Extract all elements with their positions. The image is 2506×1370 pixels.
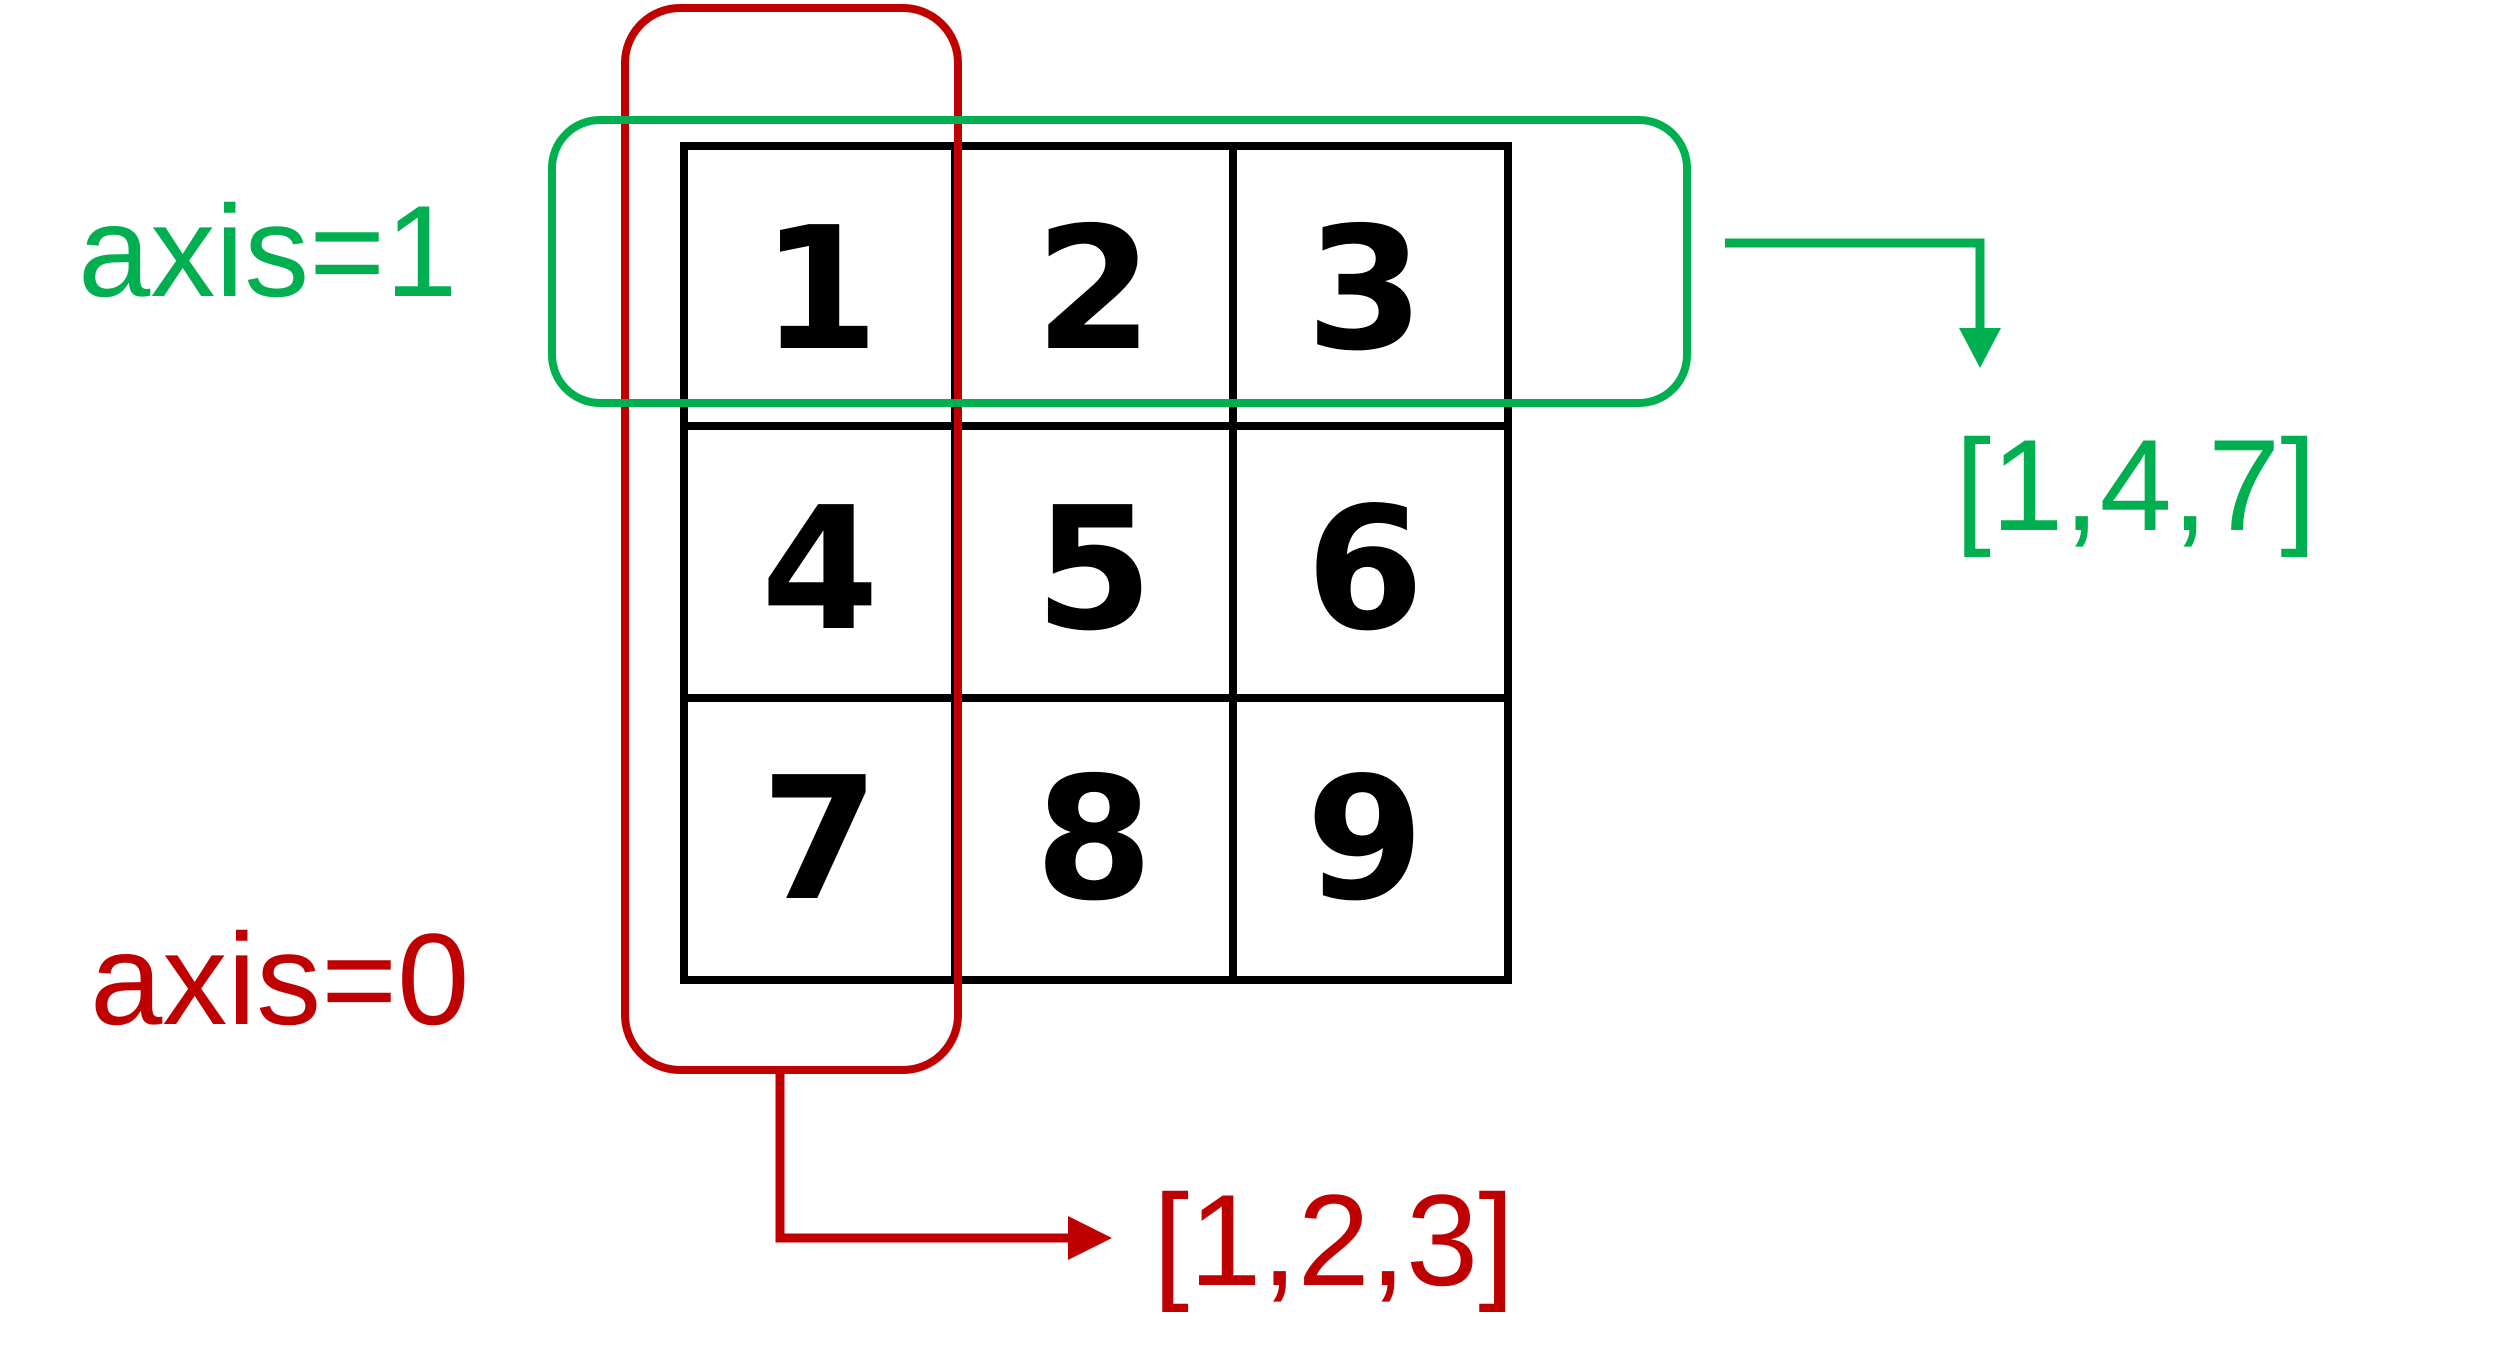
cell-r1-c1: 5 — [1035, 471, 1153, 669]
axis0-arrowhead — [1068, 1216, 1112, 1260]
cell-r2-c2: 9 — [1306, 741, 1424, 939]
cell-r0-c2: 3 — [1306, 191, 1424, 389]
matrix-values: 1 2 3 4 5 6 7 8 9 — [761, 191, 1424, 939]
axis1-arrowhead — [1959, 328, 2001, 368]
axis0-result: [1,2,3] — [1153, 1167, 1514, 1313]
axis1-arrow-line — [1725, 238, 1985, 330]
grid-outer-border — [680, 142, 1512, 984]
cell-r0-c1: 2 — [1035, 191, 1153, 389]
axis1-highlight-box — [548, 116, 1691, 407]
axis1-arrow — [1725, 238, 2001, 368]
cell-r2-c0: 7 — [761, 741, 879, 939]
cell-r0-c0: 1 — [761, 191, 879, 389]
cell-r1-c2: 6 — [1306, 471, 1424, 669]
axis1-result: [1,4,7] — [1955, 412, 2316, 558]
axis1-label: axis=1 — [78, 178, 457, 324]
axis0-label: axis=0 — [90, 906, 469, 1052]
cell-r2-c1: 8 — [1035, 741, 1153, 939]
cell-r1-c0: 4 — [761, 471, 879, 669]
axis0-highlight-box — [621, 4, 962, 1074]
axis0-arrow-line — [775, 1070, 1070, 1243]
axis0-arrow — [775, 1070, 1112, 1260]
